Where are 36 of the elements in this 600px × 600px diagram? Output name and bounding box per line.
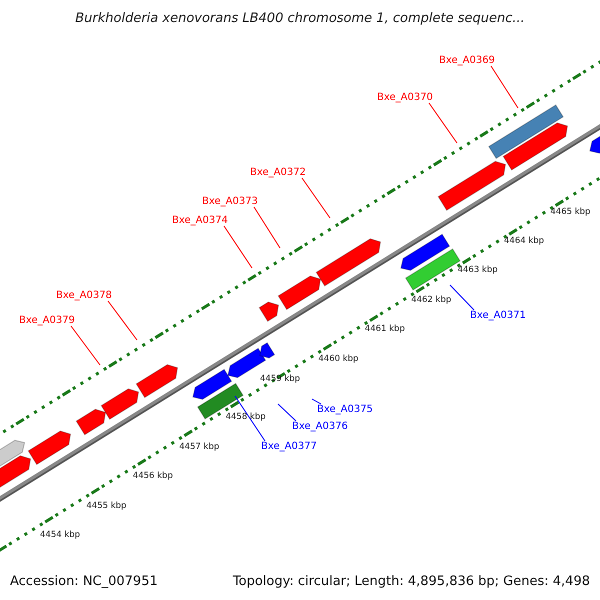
- leader-line: [224, 226, 252, 268]
- tick-label: 4456 kbp: [132, 471, 173, 482]
- tick-label: 4460 kbp: [318, 354, 358, 364]
- tick-label: 4464 kbp: [504, 236, 544, 246]
- tick-label: 4454 kbp: [40, 530, 80, 540]
- leader-line: [450, 284, 474, 310]
- genome-info-text: Topology: circular; Length: 4,895,836 bp; Genes: 4,498: [232, 574, 590, 589]
- title: Burkholderia xenovorans LB400 chromosome 1, complete sequenc...: [74, 11, 526, 26]
- gene-label: Bxe_A0376: [292, 421, 348, 432]
- gene-label: Bxe_A0372: [250, 167, 306, 178]
- leader-line: [302, 178, 330, 218]
- tick-label: 4462 kbp: [411, 294, 452, 305]
- gene-label: Bxe_A0370: [377, 92, 433, 103]
- gene-label: Bxe_A0369: [439, 55, 495, 66]
- gene-label: Bxe_A0374: [172, 215, 228, 226]
- leader-line: [70, 326, 100, 366]
- tick-label: 4465 kbp: [550, 206, 590, 217]
- leader-line: [234, 396, 266, 442]
- tick-label: 4457 kbp: [179, 442, 220, 452]
- leader-line: [428, 102, 458, 144]
- leader-line: [312, 398, 322, 404]
- tick-label: 4461 kbp: [364, 324, 405, 334]
- gene-label: Bxe_A0371: [470, 310, 526, 321]
- leader-line: [278, 404, 296, 422]
- leader-line: [490, 66, 518, 108]
- gene-label: Bxe_A0378: [56, 290, 112, 301]
- tick-label: 4455 kbp: [86, 500, 126, 511]
- accession-text: Accession: NC_007951: [10, 574, 158, 589]
- gene-label: Bxe_A0377: [261, 441, 317, 452]
- gene-label: Bxe_A0379: [19, 315, 75, 326]
- gene-label: Bxe_A0375: [317, 404, 373, 415]
- leader-line: [254, 206, 280, 248]
- tick-label: 4458 kbp: [226, 412, 266, 422]
- tick-label: 4463 kbp: [458, 265, 498, 276]
- leader-line: [108, 300, 138, 340]
- gene-label: Bxe_A0373: [202, 196, 258, 207]
